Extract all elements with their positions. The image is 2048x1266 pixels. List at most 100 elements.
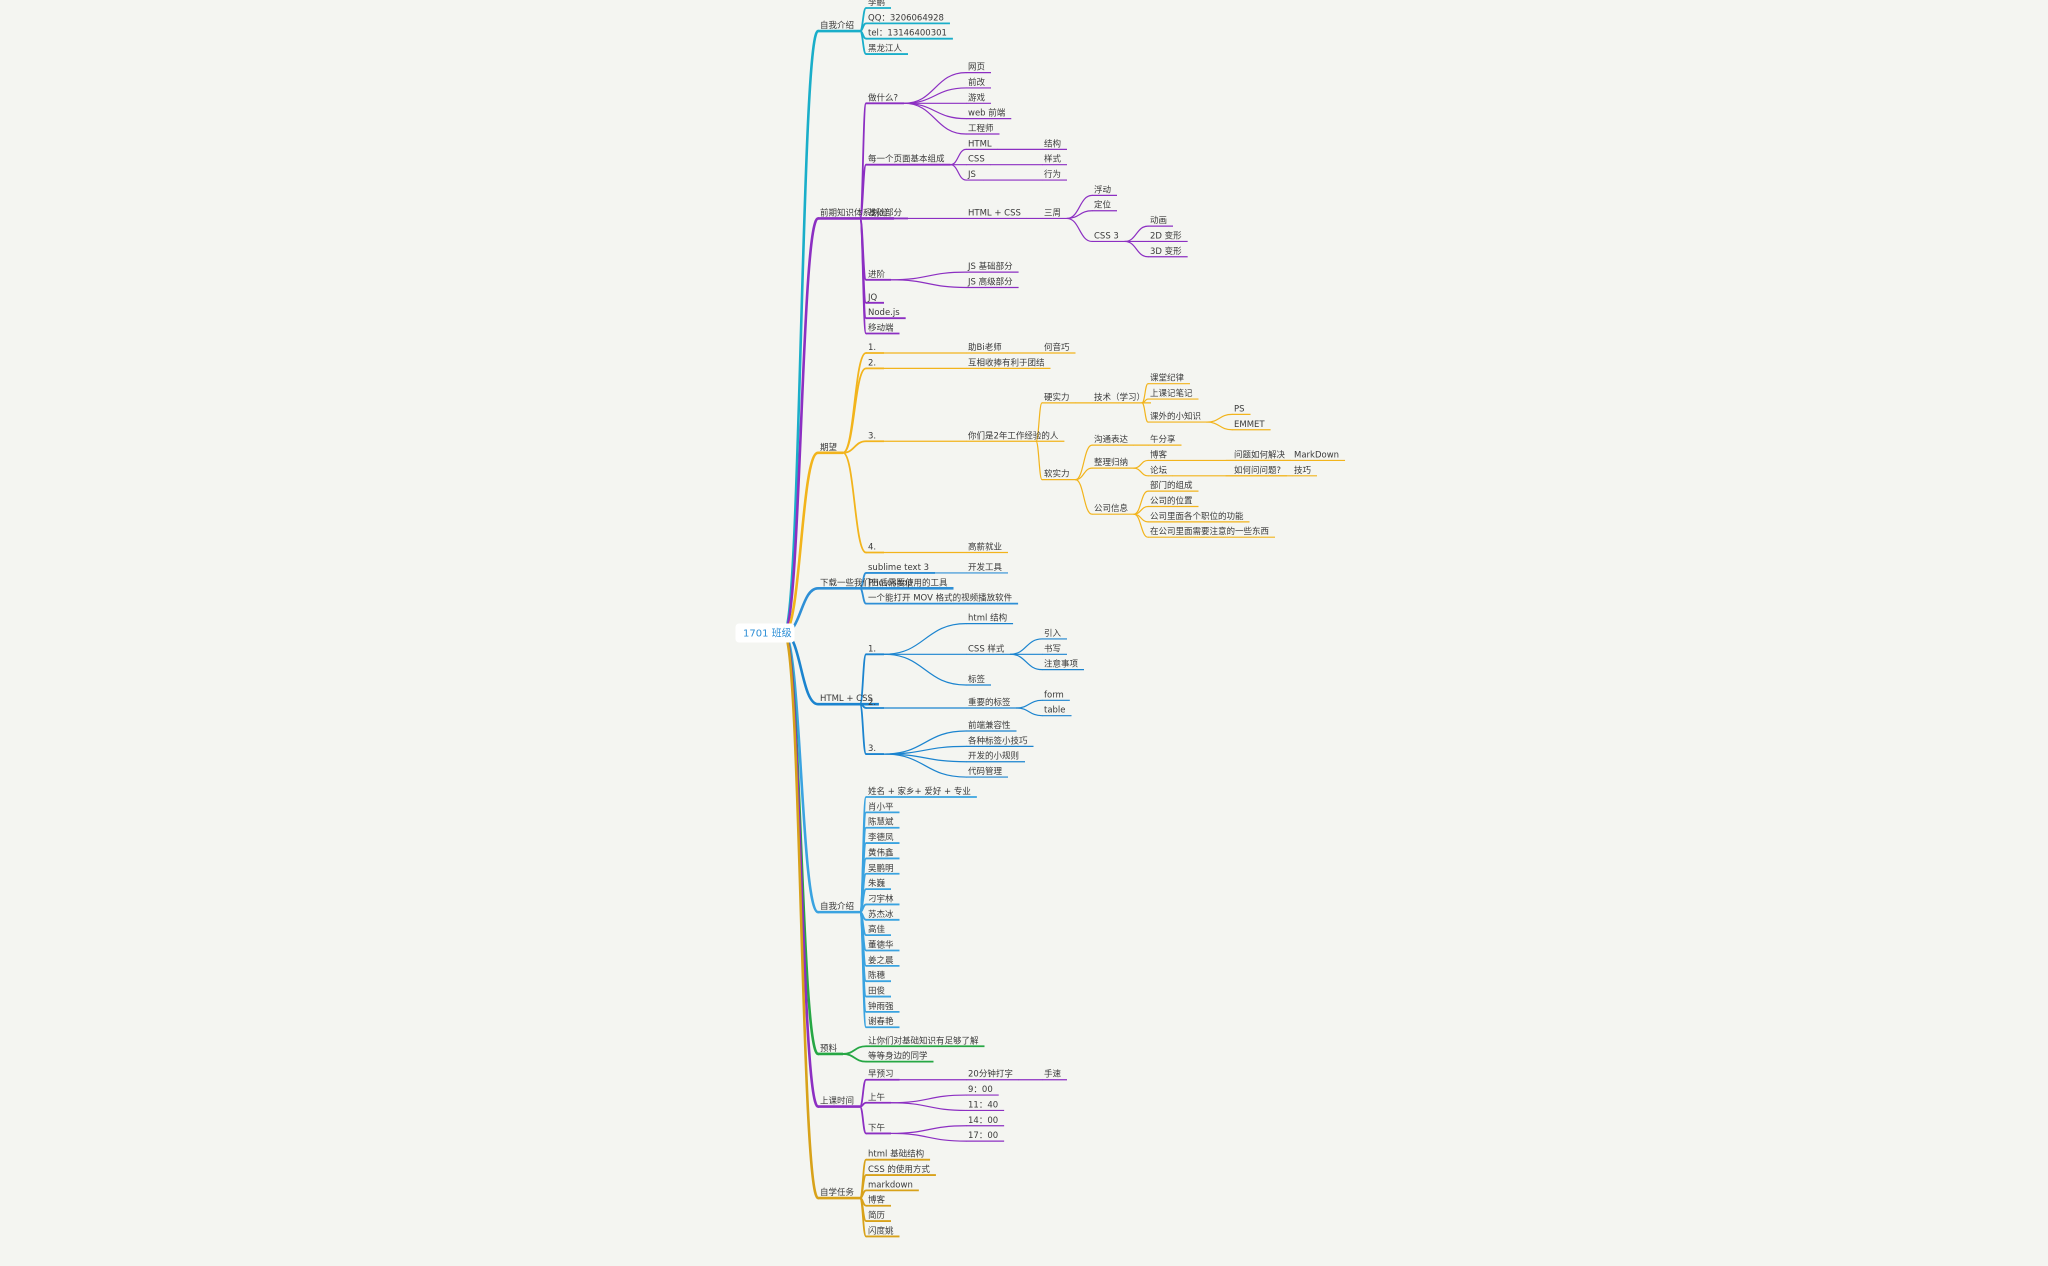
node-photoshop[interactable]: Photoshop [868,578,913,588]
node-item-2[interactable]: 注意事项 [1044,659,1079,670]
node-item-0[interactable]: 姓名 + 家乡+ 爱好 + 专业 [868,786,971,797]
node-item-0[interactable]: 问题如何解决 [1234,449,1286,460]
node-3[interactable]: 3. [868,744,876,754]
node-item-1[interactable]: 上课记笔记 [1150,388,1193,399]
node-2[interactable]: 2. [868,698,876,708]
node-css[interactable]: CSS 样式 [968,643,1005,654]
node-item-0[interactable]: 互相收捧有利于团结 [968,357,1045,368]
node-item-0[interactable]: 早预习 [868,1069,894,1080]
node-item-6[interactable]: 朱巍 [868,878,886,889]
node-item-0[interactable]: 结构 [1044,138,1061,149]
node-item-1[interactable]: 定位 [1094,200,1112,211]
node-item-12[interactable]: 陈穗 [868,970,886,981]
root-node-label[interactable]: 1701 班级 [743,628,792,640]
node-item-3[interactable]: 进阶 [868,269,886,280]
node-17-00[interactable]: 17：00 [968,1131,998,1141]
node-mov[interactable]: 一个能打开 MOV 格式的视频播放软件 [868,593,1013,604]
node-js[interactable]: JS [967,170,976,180]
node-item-1[interactable]: 每一个页面基本组成 [868,154,945,165]
node-1[interactable]: 1. [868,644,876,654]
node-14-00[interactable]: 14：00 [968,1116,998,1126]
node-item-0[interactable]: 手速 [1044,1069,1062,1080]
root-node-box[interactable] [735,623,795,643]
node-item-3[interactable]: 黑龙江人 [868,43,903,54]
node-item-8[interactable]: 苏杰冰 [868,909,894,920]
node-item-0[interactable]: 三周 [1044,208,1061,218]
node-item-0[interactable]: 硬实力 [1044,392,1070,403]
node-item-0[interactable]: 何音巧 [1044,342,1070,353]
node-item-4[interactable]: 工程师 [968,123,994,134]
node-4[interactable]: 4. [868,543,876,553]
node-item-1[interactable]: 等等身边的同学 [868,1051,928,1062]
node-item-1[interactable]: 前改 [968,77,986,88]
node-item-3[interactable]: 下载一些我们日后需要使用的工具 [820,577,948,588]
node-item-2[interactable]: 游戏 [968,92,986,103]
node-emmet[interactable]: EMMET [1234,420,1265,430]
node-2[interactable]: 2. [868,358,876,368]
node-html-css[interactable]: HTML + CSS [820,694,873,704]
node-node-js[interactable]: Node.js [868,308,900,318]
node-item-5[interactable]: 闪度姚 [868,1225,894,1236]
node-item-2[interactable]: 课外的小知识 [1150,411,1201,422]
node-markdown[interactable]: MarkDown [1294,450,1339,460]
node-item-0[interactable]: 引入 [1044,629,1062,639]
node-item-0[interactable]: 高薪就业 [968,542,1002,553]
node-item-6[interactable]: 预料 [820,1043,838,1054]
node-3d[interactable]: 3D 变形 [1150,246,1182,257]
node-jq[interactable]: JQ [867,293,878,303]
node-item-0[interactable]: 课堂纪律 [1150,373,1185,384]
node-css[interactable]: CSS 的使用方式 [868,1164,930,1175]
node-item-1[interactable]: 书写 [1044,643,1061,654]
node-item-0[interactable]: 行为 [1044,169,1061,180]
node-item-1[interactable]: 前期知识体系划分 [820,207,889,218]
node-item-2[interactable]: 开发的小规则 [968,751,1019,762]
node-tel-13146400301[interactable]: tel：13146400301 [868,29,947,39]
node-form[interactable]: form [1044,690,1064,700]
node-item-0[interactable]: 浮动 [1094,184,1112,195]
node-item-9[interactable]: 高佳 [868,924,886,935]
node-item-5[interactable]: 自我介绍 [820,901,854,912]
node-table[interactable]: table [1044,706,1066,716]
node-item-0[interactable]: 部门的组成 [1150,480,1193,491]
node-item-2[interactable]: 下午 [868,1122,886,1133]
node-bi[interactable]: 助Bi老师 [968,342,1002,353]
node-item-2[interactable]: 期望 [820,442,838,453]
node-11-40[interactable]: 11：40 [968,1100,998,1110]
node-html-css[interactable]: HTML + CSS [968,208,1021,218]
node-item-8[interactable]: 自学任务 [820,1187,855,1198]
node-item-0[interactable]: 博客 [1150,449,1168,460]
node-item-0[interactable]: 网页 [968,63,985,73]
node-item-1[interactable]: 软实力 [1044,469,1070,480]
root-node[interactable]: 1701 班级 [735,623,795,643]
node-item-1[interactable]: 论坛 [1150,465,1168,476]
node-item-15[interactable]: 谢春艳 [868,1016,894,1027]
node-item-0[interactable]: 李鹏 [868,0,885,8]
node-item-1[interactable]: 公司的位置 [1150,495,1193,506]
node-item-0[interactable]: 样式 [1044,154,1062,165]
node-item-0[interactable]: 动画 [1150,215,1167,226]
node-item-11[interactable]: 姜之晨 [868,955,894,966]
node-item-2[interactable]: 公司信息 [1094,503,1129,514]
node-item-13[interactable]: 田俊 [868,986,886,997]
node-item-1[interactable]: 肖小平 [868,801,894,812]
node-item-0[interactable]: 让你们对基础知识有足够了解 [868,1035,979,1046]
node-item-2[interactable]: 基础部分 [868,207,903,218]
node-item-0[interactable]: 技术（学习） [1094,392,1145,403]
node-item-3[interactable]: 代码管理 [968,766,1003,777]
node-item-2[interactable]: 标签 [968,674,986,685]
node-js[interactable]: JS 高级部分 [967,276,1013,287]
node-item-2[interactable]: 公司里面各个职位的功能 [1150,511,1244,522]
node-item-0[interactable]: 午分享 [1150,434,1176,445]
node-item-1[interactable]: 上午 [868,1092,886,1103]
node-item-0[interactable]: 做什么? [868,92,898,103]
node-item-5[interactable]: 吴鹏明 [868,863,894,874]
node-item-0[interactable]: 技巧 [1294,465,1312,476]
node-item-3[interactable]: 在公司里面需要注意的一些东西 [1150,526,1269,537]
node-item-0[interactable]: 自我介绍 [820,20,854,31]
node-item-0[interactable]: 沟通表达 [1094,434,1129,445]
node-markdown[interactable]: markdown [868,1180,913,1190]
node-css-3[interactable]: CSS 3 [1094,231,1119,241]
node-item-7[interactable]: 刁宇林 [868,893,894,904]
node-item-3[interactable]: 李德凤 [868,832,894,843]
node-item-0[interactable]: 重要的标签 [968,697,1011,708]
